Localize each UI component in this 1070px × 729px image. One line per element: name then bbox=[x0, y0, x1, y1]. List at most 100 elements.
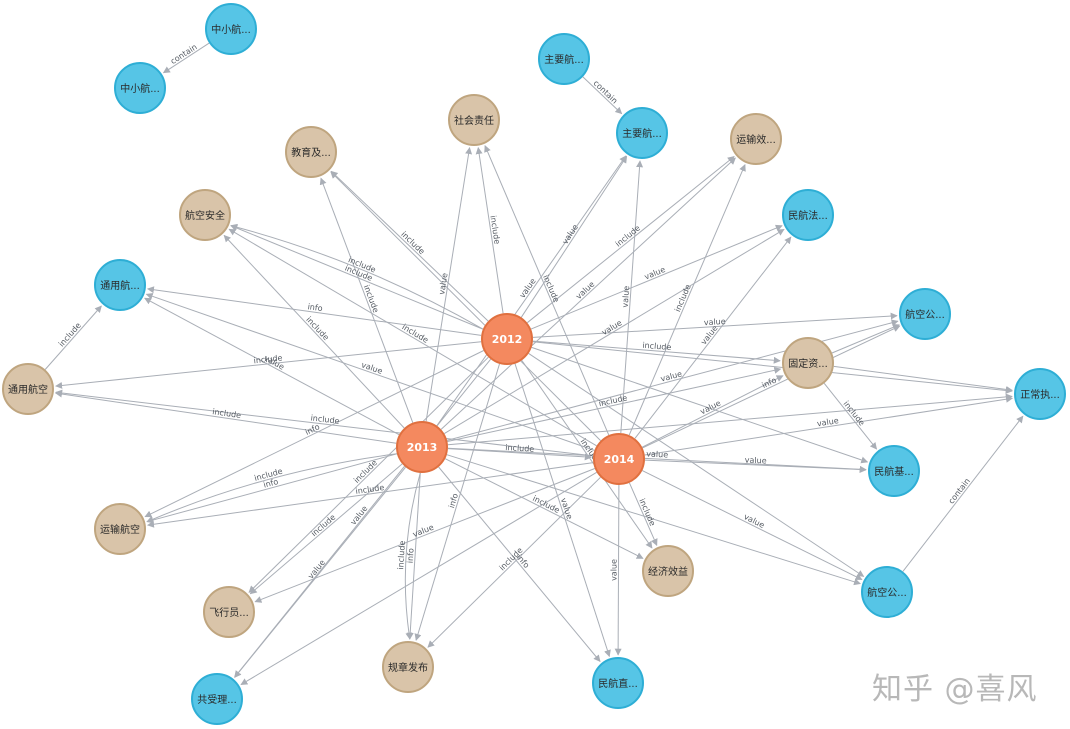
edge-label: include bbox=[212, 407, 242, 420]
node-c_jjxy[interactable]: 经济效益 bbox=[642, 545, 694, 597]
node-e_zxh2[interactable]: 中小航... bbox=[114, 62, 166, 114]
edge-label: include bbox=[399, 230, 426, 257]
edge-y2012-e_mhzh bbox=[514, 363, 611, 658]
edge-label: value bbox=[816, 416, 839, 428]
node-circle-entity[interactable] bbox=[861, 566, 913, 618]
edge-y2012-c_gzfb bbox=[414, 363, 500, 641]
node-circle-category[interactable] bbox=[642, 545, 694, 597]
node-circle-category[interactable] bbox=[782, 337, 834, 389]
node-c_yshk[interactable]: 运输航空 bbox=[94, 503, 146, 555]
node-circle-category[interactable] bbox=[179, 189, 231, 241]
edge-label: include bbox=[309, 513, 337, 539]
node-circle-entity[interactable] bbox=[868, 445, 920, 497]
node-circle-category[interactable] bbox=[94, 503, 146, 555]
edge-label: contain bbox=[947, 477, 972, 506]
node-c_gdzc[interactable]: 固定资... bbox=[782, 337, 834, 389]
edge-y2014-c_jjxy bbox=[628, 482, 658, 546]
node-e_gsj[interactable]: 共受理... bbox=[191, 673, 243, 725]
edge-y2014-e_hkgs2 bbox=[642, 470, 863, 581]
edge-y2013-e_zyh2 bbox=[436, 155, 627, 426]
edge-y2012-c_jyj bbox=[330, 170, 489, 322]
node-e_hkgs1[interactable]: 航空公... bbox=[899, 288, 951, 340]
node-e_hkgs2[interactable]: 航空公... bbox=[861, 566, 913, 618]
node-label: 共受理... bbox=[197, 694, 237, 706]
node-c_jyj[interactable]: 教育及... bbox=[285, 126, 337, 178]
edge-y2014-e_mhzh bbox=[614, 484, 622, 656]
edge-label: include bbox=[541, 274, 561, 304]
node-circle-entity[interactable] bbox=[899, 288, 951, 340]
node-circle-year[interactable] bbox=[481, 313, 533, 365]
edge-label: include bbox=[396, 540, 407, 570]
node-circle-entity[interactable] bbox=[782, 189, 834, 241]
node-y2012[interactable]: 2012 bbox=[481, 313, 533, 365]
edge-c_gdzc-e_hkgs1 bbox=[831, 324, 900, 354]
node-e_zyh2[interactable]: 主要航... bbox=[616, 107, 668, 159]
edge-label: include bbox=[598, 393, 628, 408]
node-circle-year[interactable] bbox=[593, 433, 645, 485]
node-circle-entity[interactable] bbox=[592, 657, 644, 709]
node-label: 航空公... bbox=[905, 308, 945, 321]
node-e_mhjc[interactable]: 民航基... bbox=[868, 445, 920, 497]
node-circle-entity[interactable] bbox=[191, 673, 243, 725]
node-circle-category[interactable] bbox=[382, 641, 434, 693]
edge-y2013-c_hkaq bbox=[223, 234, 405, 429]
node-e_tyh[interactable]: 通用航... bbox=[94, 259, 146, 311]
node-e_mhzh[interactable]: 民航直... bbox=[592, 657, 644, 709]
node-c_gzfb[interactable]: 规章发布 bbox=[382, 641, 434, 693]
edge-label: value bbox=[745, 456, 767, 466]
node-label: 运输效... bbox=[736, 133, 776, 146]
node-circle-category[interactable] bbox=[2, 363, 54, 415]
node-label: 社会责任 bbox=[454, 114, 494, 127]
node-e_zcj[interactable]: 正常执... bbox=[1014, 368, 1066, 420]
node-c_hkaq[interactable]: 航空安全 bbox=[179, 189, 231, 241]
node-label: 2012 bbox=[492, 333, 523, 346]
edge-y2013-e_zcj bbox=[447, 393, 1013, 446]
edge-y2014-c_gdzc bbox=[641, 375, 784, 448]
node-c_fxy[interactable]: 飞行员... bbox=[203, 586, 255, 638]
edge-label: include bbox=[614, 223, 642, 248]
node-label: 2014 bbox=[604, 453, 635, 466]
node-circle-category[interactable] bbox=[285, 126, 337, 178]
node-e_zyh1[interactable]: 主要航... bbox=[538, 33, 590, 85]
node-circle-entity[interactable] bbox=[538, 33, 590, 85]
node-label: 中小航... bbox=[120, 82, 160, 95]
node-circle-entity[interactable] bbox=[94, 259, 146, 311]
node-label: 通用航... bbox=[100, 279, 140, 292]
node-label: 民航直... bbox=[598, 677, 638, 690]
node-y2013[interactable]: 2013 bbox=[396, 421, 448, 473]
node-e_mhfz[interactable]: 民航法... bbox=[782, 189, 834, 241]
node-label: 飞行员... bbox=[209, 606, 249, 619]
node-c_tyhk[interactable]: 通用航空 bbox=[2, 363, 54, 415]
node-circle-year[interactable] bbox=[396, 421, 448, 473]
edge-label: info bbox=[447, 492, 460, 509]
node-circle-entity[interactable] bbox=[114, 62, 166, 114]
edge-label: info bbox=[406, 548, 416, 564]
node-label: 主要航... bbox=[622, 127, 662, 140]
node-circle-entity[interactable] bbox=[205, 3, 257, 55]
node-label: 通用航空 bbox=[8, 383, 48, 396]
edge-y2012-c_hkaq bbox=[230, 224, 484, 330]
node-circle-category[interactable] bbox=[730, 113, 782, 165]
edge-y2013-e_mhjc bbox=[447, 447, 867, 473]
edge-y2013-e_gsj bbox=[234, 466, 406, 678]
node-c_shzr[interactable]: 社会责任 bbox=[448, 94, 500, 146]
node-circle-entity[interactable] bbox=[1014, 368, 1066, 420]
node-label: 主要航... bbox=[544, 53, 584, 66]
node-e_zxh1[interactable]: 中小航... bbox=[205, 3, 257, 55]
edge-y2012-e_hkgs1 bbox=[532, 312, 898, 338]
edge-y2012-e_mhfz bbox=[530, 224, 783, 330]
node-label: 2013 bbox=[407, 441, 438, 454]
edge-y2012-e_tyh bbox=[147, 286, 482, 336]
node-circle-category[interactable] bbox=[203, 586, 255, 638]
edge-y2012-c_ysxl bbox=[526, 156, 735, 324]
node-circle-entity[interactable] bbox=[616, 107, 668, 159]
node-c_ysxl[interactable]: 运输效... bbox=[730, 113, 782, 165]
node-circle-category[interactable] bbox=[448, 94, 500, 146]
node-y2014[interactable]: 2014 bbox=[593, 433, 645, 485]
edge-label: include bbox=[673, 283, 693, 313]
edge-y2013-c_shzr bbox=[425, 147, 473, 422]
edge-label: value bbox=[643, 265, 667, 282]
node-label: 民航法... bbox=[788, 209, 828, 222]
